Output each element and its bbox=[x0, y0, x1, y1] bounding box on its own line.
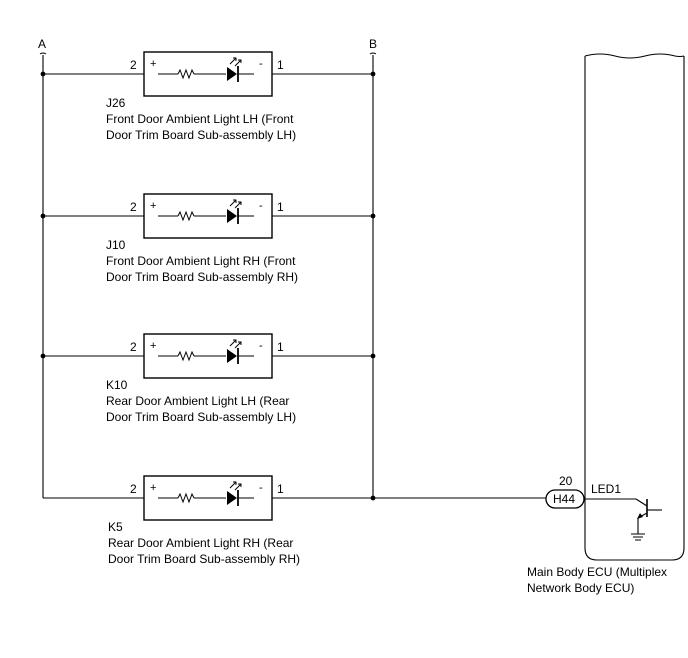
node-a-tick bbox=[39, 52, 47, 55]
ecu-break-line bbox=[584, 53, 685, 59]
component-name-line1: Rear Door Ambient Light LH (Rear bbox=[106, 394, 289, 408]
connector-code: K5 bbox=[108, 520, 123, 534]
pin-plus-number: 2 bbox=[130, 200, 137, 214]
pin-minus-number: 1 bbox=[277, 58, 284, 72]
pin-minus-number: 1 bbox=[277, 340, 284, 354]
ambient-light-k10: 2 1 + - K10 Rear Door Ambient Light LH (… bbox=[40, 333, 376, 424]
led-icon bbox=[227, 199, 254, 224]
plus-sign: + bbox=[150, 482, 156, 494]
pin-minus-number: 1 bbox=[277, 200, 284, 214]
splice-dot-icon bbox=[370, 353, 376, 359]
resistor-icon bbox=[158, 210, 226, 222]
connector-label: H44 bbox=[553, 492, 575, 506]
pin-plus-number: 2 bbox=[130, 482, 137, 496]
component-name-line2: Door Trim Board Sub-assembly LH) bbox=[106, 410, 296, 424]
pin-number: 20 bbox=[559, 474, 573, 488]
component-name-line1: Front Door Ambient Light LH (Front bbox=[106, 112, 294, 126]
node-b-label: B bbox=[369, 37, 377, 51]
connector-code: K10 bbox=[106, 378, 128, 392]
component-name-line1: Rear Door Ambient Light RH (Rear bbox=[108, 536, 293, 550]
ground-icon bbox=[631, 533, 645, 541]
ambient-light-j26: 2 1 + - J26 Front Door Ambient Light LH … bbox=[40, 51, 376, 142]
splice-dot-icon bbox=[40, 353, 46, 359]
connector-code: J10 bbox=[106, 238, 126, 252]
node-a-label: A bbox=[38, 37, 46, 51]
pin-plus-number: 2 bbox=[130, 58, 137, 72]
pin-minus-number: 1 bbox=[277, 482, 284, 496]
splice-dot-icon bbox=[370, 71, 376, 77]
transistor-icon bbox=[635, 498, 662, 534]
ecu-terminal-label: LED1 bbox=[591, 482, 621, 496]
ambient-light-j10: 2 1 + - J10 Front Door Ambient Light RH … bbox=[40, 193, 376, 284]
plus-sign: + bbox=[150, 58, 156, 70]
component-name-line1: Front Door Ambient Light RH (Front bbox=[106, 254, 296, 268]
splice-dot-icon bbox=[370, 213, 376, 219]
ambient-light-k5: 2 1 + - K5 Rear Door Ambient Light RH (R… bbox=[43, 475, 376, 566]
node-b-tick bbox=[369, 52, 377, 55]
led-icon bbox=[227, 57, 254, 82]
plus-sign: + bbox=[150, 200, 156, 212]
component-name-line2: Door Trim Board Sub-assembly LH) bbox=[106, 128, 296, 142]
connector-code: J26 bbox=[106, 96, 126, 110]
ecu-outline bbox=[584, 56, 685, 561]
splice-dot-icon bbox=[40, 71, 46, 77]
led-icon bbox=[227, 339, 254, 364]
resistor-icon bbox=[158, 68, 226, 80]
minus-sign: - bbox=[259, 200, 263, 212]
led-icon bbox=[227, 481, 254, 506]
main-body-ecu: LED1 Main Body ECU (Multiplex Network Bo… bbox=[527, 53, 685, 595]
ecu-connector-h44: H44 20 bbox=[545, 474, 585, 509]
splice-dot-icon bbox=[40, 213, 46, 219]
minus-sign: - bbox=[259, 58, 263, 70]
plus-sign: + bbox=[150, 340, 156, 352]
component-name-line2: Door Trim Board Sub-assembly RH) bbox=[106, 270, 298, 284]
resistor-icon bbox=[158, 350, 226, 362]
ecu-name-line1: Main Body ECU (Multiplex bbox=[527, 565, 667, 579]
minus-sign: - bbox=[259, 340, 263, 352]
minus-sign: - bbox=[259, 482, 263, 494]
resistor-icon bbox=[158, 492, 226, 504]
pin-plus-number: 2 bbox=[130, 340, 137, 354]
component-name-line2: Door Trim Board Sub-assembly RH) bbox=[108, 552, 300, 566]
ecu-name-line2: Network Body ECU) bbox=[527, 581, 634, 595]
